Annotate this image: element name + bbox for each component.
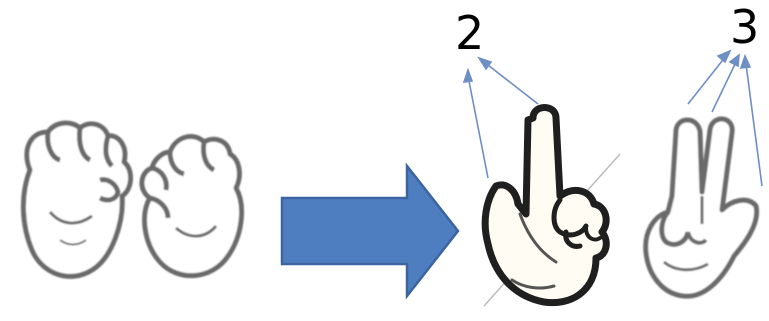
right-fist-icon [139, 134, 244, 278]
count-label-three: 3 [730, 0, 760, 54]
index-finger-hand-icon [481, 104, 610, 307]
left-fist-icon [21, 120, 133, 279]
right-arrow-icon [280, 162, 460, 300]
count-2-pointer-lines [462, 56, 539, 179]
count-label-two: 2 [455, 6, 485, 60]
peace-sign-hand-icon [643, 116, 760, 299]
count-3-pointer-lines [687, 49, 763, 187]
